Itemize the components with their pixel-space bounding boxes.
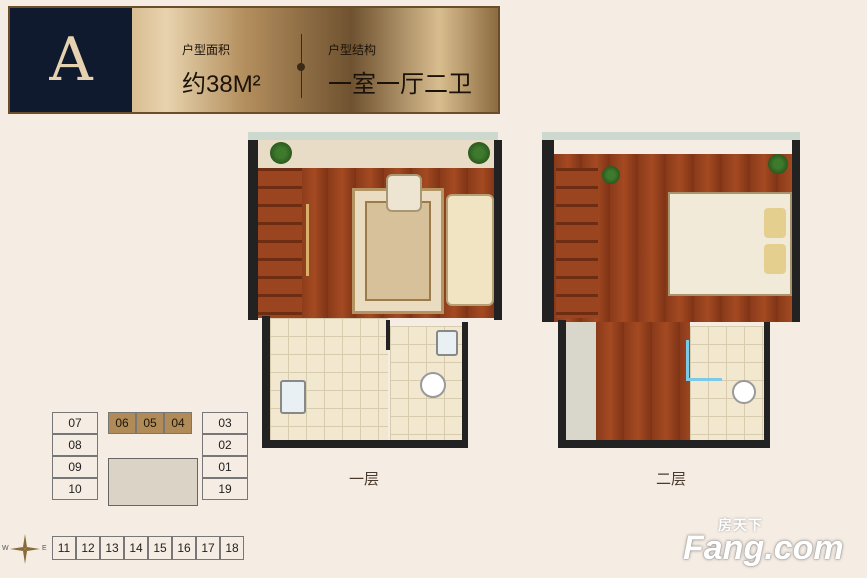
unit-cell-14: 14: [124, 536, 148, 560]
kitchen-floor: [270, 318, 388, 440]
bath-sink-icon: [436, 330, 458, 356]
unit-cell-11: 11: [52, 536, 76, 560]
unit-cell-15: 15: [148, 536, 172, 560]
unit-cell-01: 01: [202, 456, 248, 478]
wall: [764, 322, 770, 444]
shower-glass: [686, 378, 722, 381]
unit-cell-12: 12: [76, 536, 100, 560]
sofa: [446, 194, 494, 306]
unit-cell-07: 07: [52, 412, 98, 434]
second-floor-label: 二层: [656, 470, 687, 488]
armchair: [386, 174, 422, 212]
plant-icon: [602, 166, 620, 184]
toilet-icon: [732, 380, 756, 404]
unit-cell-05: 05: [136, 412, 164, 434]
elevator-core: [108, 458, 198, 506]
unit-cell-08: 08: [52, 434, 98, 456]
watermark-brand-cn: 房天下: [718, 517, 763, 533]
balcony: [248, 132, 498, 140]
plant-icon: [768, 154, 788, 174]
first-floor-plan: [240, 132, 502, 448]
stair-handrail: [306, 204, 309, 276]
wall: [386, 320, 390, 350]
first-floor-label: 一层: [349, 470, 380, 488]
second-floor-plan: [536, 132, 806, 448]
shower-glass: [686, 340, 689, 380]
balcony-floor: [254, 140, 498, 168]
wall: [262, 316, 270, 444]
kitchen-sink-icon: [280, 380, 306, 414]
layout-label: 户型结构: [328, 43, 377, 57]
pillow: [764, 244, 786, 274]
unit-cell-03: 03: [202, 412, 248, 434]
wall: [558, 320, 566, 444]
unit-cell-10: 10: [52, 478, 98, 500]
unit-cell-13: 13: [100, 536, 124, 560]
unit-cell-09: 09: [52, 456, 98, 478]
area-block: 户型面积 约38M²: [182, 41, 261, 99]
balcony: [542, 132, 800, 140]
hallway-floor: [596, 322, 690, 440]
second-bathroom-floor: [690, 326, 766, 440]
banner-divider-dot: [297, 63, 305, 71]
compass-east: E: [42, 545, 47, 552]
unit-cell-04: 04: [164, 412, 192, 434]
unit-cell-16: 16: [172, 536, 196, 560]
unit-cell-19: 19: [202, 478, 248, 500]
unit-cell-18: 18: [220, 536, 244, 560]
staircase: [258, 168, 302, 318]
unit-cell-17: 17: [196, 536, 220, 560]
layout-block: 户型结构 一室一厅二卫: [328, 41, 472, 99]
wall: [262, 440, 468, 448]
plant-icon: [468, 142, 490, 164]
unit-cell-02: 02: [202, 434, 248, 456]
wall: [542, 140, 554, 322]
compass-icon: W E: [2, 532, 47, 566]
watermark-brand-en: Fang.com: [683, 529, 844, 567]
layout-value: 一室一厅二卫: [328, 71, 472, 98]
compass-west: W: [2, 545, 9, 552]
watermark: 房天下 Fang.com: [683, 513, 861, 573]
unit-type-letter: A: [10, 8, 132, 112]
unit-cell-06: 06: [108, 412, 136, 434]
header-banner: A 户型面积 约38M² 户型结构 一室一厅二卫: [8, 6, 500, 114]
staircase: [556, 168, 598, 318]
wall: [494, 140, 502, 320]
area-label: 户型面积: [182, 43, 231, 57]
wall: [462, 322, 468, 444]
wall: [558, 440, 770, 448]
closet-floor: [566, 322, 596, 440]
plant-icon: [270, 142, 292, 164]
toilet-icon: [420, 372, 446, 398]
wall: [248, 140, 258, 320]
pillow: [764, 208, 786, 238]
wall: [792, 140, 800, 322]
area-value: 约38M²: [182, 71, 261, 98]
